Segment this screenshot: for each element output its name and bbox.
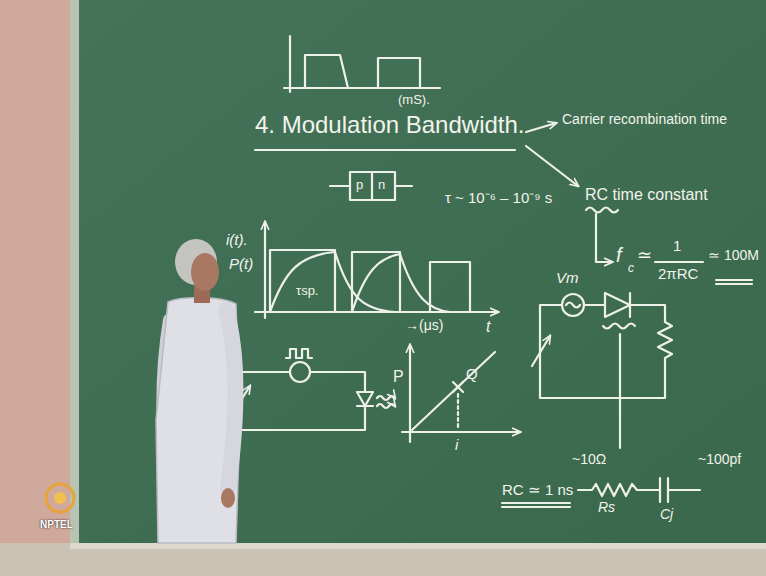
chalk-strokes xyxy=(231,36,752,507)
leader-line xyxy=(619,334,621,448)
led-symbol xyxy=(605,293,630,317)
board-ledge xyxy=(0,543,766,576)
p-i-line xyxy=(412,352,495,430)
double-underline xyxy=(716,280,752,284)
variable-resistor-arrow xyxy=(532,336,550,366)
branch-arrow xyxy=(526,123,556,132)
section-title: 4. Modulation Bandwidth. xyxy=(255,112,525,138)
optical-response xyxy=(270,252,395,312)
branch-label: Carrier recombination time xyxy=(562,112,727,127)
current-pulses xyxy=(270,250,470,312)
axis-label: i xyxy=(455,437,458,454)
approx-sign: ≃ xyxy=(637,246,652,266)
axis-label: P xyxy=(393,368,404,386)
underline-squiggle xyxy=(586,208,618,213)
value-label: ~10Ω xyxy=(572,452,606,467)
chalkboard xyxy=(79,0,766,543)
sine-symbol xyxy=(566,303,580,308)
region-letter: p xyxy=(356,178,363,192)
graph-axes xyxy=(284,36,440,92)
led-symbol xyxy=(357,392,373,406)
lecturer xyxy=(156,239,240,543)
x-axis xyxy=(402,431,520,433)
pointer-arrow xyxy=(596,214,612,262)
time-constant: τsp. xyxy=(294,284,320,298)
region-letter: n xyxy=(378,178,385,192)
resistor-symbol xyxy=(578,484,660,496)
part-name: Cj xyxy=(660,507,673,522)
axis-unit: →(μs) xyxy=(405,318,443,333)
pn-junction-box xyxy=(350,172,395,200)
title-underline xyxy=(255,149,515,151)
part-name: Rs xyxy=(598,500,615,515)
board-frame xyxy=(70,0,79,543)
pulse-train xyxy=(305,55,420,88)
x-axis xyxy=(255,311,498,313)
value-label: ~100pf xyxy=(698,452,741,467)
branch-label: RC time constant xyxy=(585,186,708,204)
numerator: 1 xyxy=(673,238,681,255)
light-emission-arrow xyxy=(377,404,395,408)
point-label: Q xyxy=(466,366,478,383)
logo-center xyxy=(54,492,66,504)
arm xyxy=(226,310,235,488)
shirt xyxy=(156,298,240,543)
pulse-source xyxy=(290,362,310,382)
logo-text: NPTEL xyxy=(40,519,73,530)
light-emission-arrow xyxy=(377,396,395,400)
axis-label: i(t). xyxy=(226,232,248,249)
junction-line xyxy=(371,172,373,200)
nptel-logo xyxy=(46,484,74,512)
result-note: RC ≃ 1 ns xyxy=(502,482,573,499)
signal-source xyxy=(562,294,584,316)
axis-unit: (mS). xyxy=(398,93,430,107)
fraction-bar xyxy=(655,261,703,263)
circuit-wire xyxy=(540,305,672,398)
optical-response xyxy=(352,254,450,312)
projection-line xyxy=(457,394,459,430)
source-label: Vm xyxy=(556,270,579,287)
y-axis xyxy=(409,345,411,442)
denominator: 2πRC xyxy=(658,266,698,283)
double-underline xyxy=(502,503,570,507)
operating-point xyxy=(453,382,463,392)
y-axis xyxy=(264,222,266,318)
subscript: c xyxy=(628,262,634,275)
axis-label: P(t) xyxy=(229,256,253,273)
square-wave-symbol xyxy=(286,349,312,358)
underline-squiggle xyxy=(603,324,635,329)
capacitor-symbol xyxy=(660,478,700,502)
formula-symbol: f xyxy=(616,244,622,266)
time-range: τ ~ 10⁻⁶ – 10⁻⁹ s xyxy=(445,190,552,207)
wall xyxy=(0,0,70,576)
hand xyxy=(221,488,235,508)
branch-arrow xyxy=(526,146,578,186)
approx-value: ≃ 100M xyxy=(708,248,759,263)
face xyxy=(191,253,219,291)
logo-ring xyxy=(46,484,74,512)
board-frame xyxy=(70,543,766,549)
axis-label: t xyxy=(486,318,490,336)
